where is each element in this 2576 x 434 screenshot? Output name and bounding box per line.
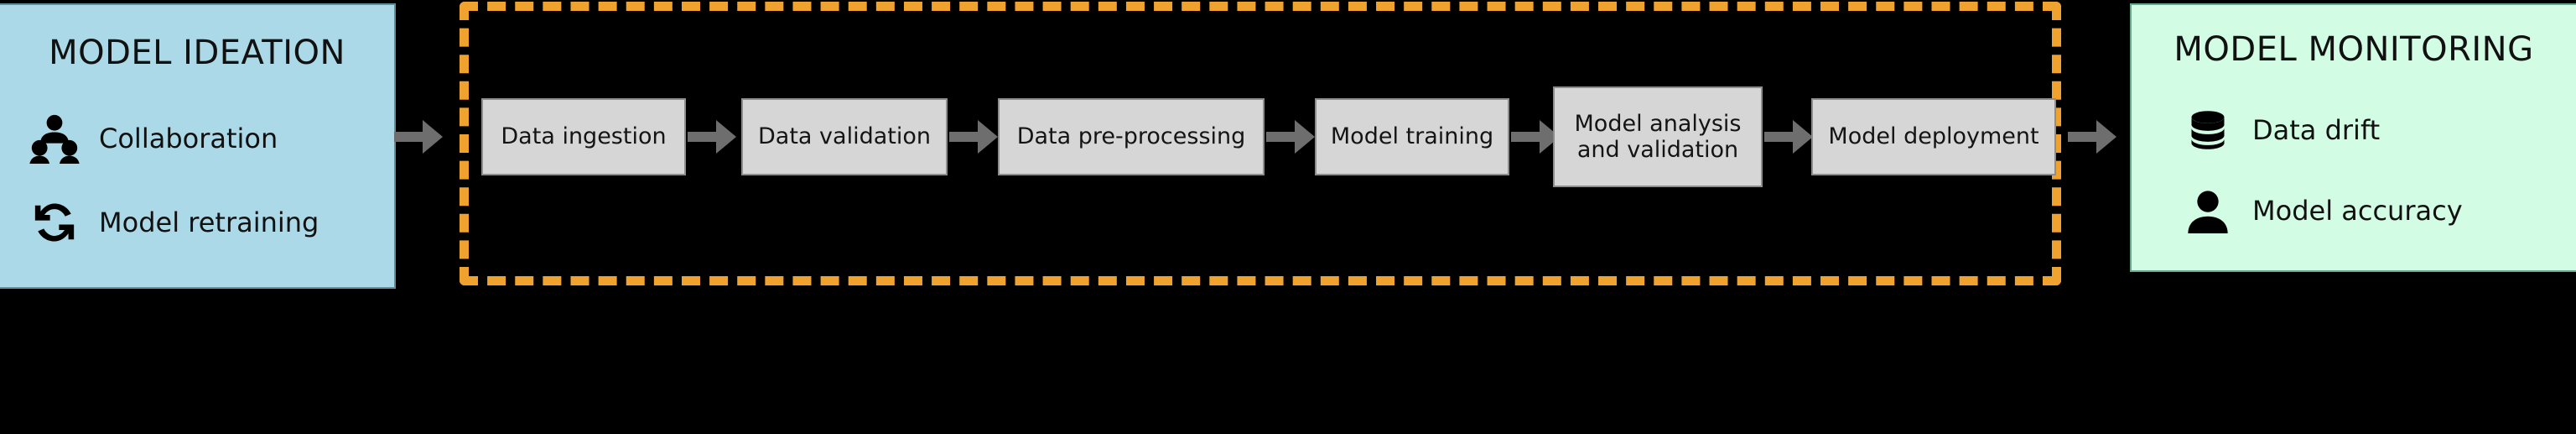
pipeline-stage-label: Data pre-processing xyxy=(1016,123,1246,150)
person-icon xyxy=(2182,185,2234,237)
pipeline-stage-model-training[interactable]: Model training xyxy=(1315,98,1509,175)
pipeline-stage-data-pre-processing[interactable]: Data pre-processing xyxy=(998,98,1265,175)
pipeline-stage-label: Data ingestion xyxy=(501,123,667,150)
arrow-out-of-pipeline xyxy=(2068,118,2116,156)
pipeline-stage-data-ingestion[interactable]: Data ingestion xyxy=(481,98,686,175)
model-monitoring-title: MODEL MONITORING xyxy=(2174,30,2534,69)
arrow-training-to-analysis xyxy=(1511,118,1560,156)
database-cylinder-icon xyxy=(2182,104,2234,156)
arrow-validation-to-preprocessing xyxy=(949,118,998,156)
arrow-analysis-to-deployment xyxy=(1764,118,1813,156)
ideation-item-collaboration[interactable]: Collaboration xyxy=(29,112,278,165)
monitoring-item-label: Data drift xyxy=(2252,114,2381,146)
model-retraining-refresh-icon xyxy=(29,196,80,248)
model-ideation-panel: MODEL IDEATION Collaboration Model retra… xyxy=(0,3,396,289)
pipeline-stage-label-multiline: Model analysis and validation xyxy=(1575,111,1742,163)
arrow-preprocessing-to-training xyxy=(1266,118,1315,156)
monitoring-item-label: Model accuracy xyxy=(2252,195,2463,227)
monitoring-item-model-accuracy[interactable]: Model accuracy xyxy=(2182,185,2463,237)
pipeline-stage-label-line1: Model analysis xyxy=(1574,110,1742,137)
model-ideation-title: MODEL IDEATION xyxy=(49,34,345,72)
pipeline-stage-model-deployment[interactable]: Model deployment xyxy=(1811,98,2056,175)
pipeline-stage-label: Model training xyxy=(1330,123,1494,150)
pipeline-stage-label-line2: and validation xyxy=(1576,137,1739,163)
pipeline-stage-data-validation[interactable]: Data validation xyxy=(741,98,948,175)
pipeline-stage-label: Data validation xyxy=(758,123,931,150)
pipeline-stage-model-analysis-and-validation[interactable]: Model analysis and validation xyxy=(1553,86,1763,187)
pipeline-stage-label: Model deployment xyxy=(1828,123,2039,150)
arrow-ingestion-to-validation xyxy=(688,118,736,156)
ideation-item-model-retraining[interactable]: Model retraining xyxy=(29,196,319,248)
collaboration-people-icon xyxy=(29,112,80,165)
monitoring-item-data-drift[interactable]: Data drift xyxy=(2182,104,2380,156)
ideation-item-label: Collaboration xyxy=(99,123,278,154)
arrow-into-pipeline xyxy=(394,118,443,156)
ideation-item-label: Model retraining xyxy=(99,207,319,238)
model-monitoring-panel: MODEL MONITORING Data drift Model accura… xyxy=(2130,3,2576,272)
